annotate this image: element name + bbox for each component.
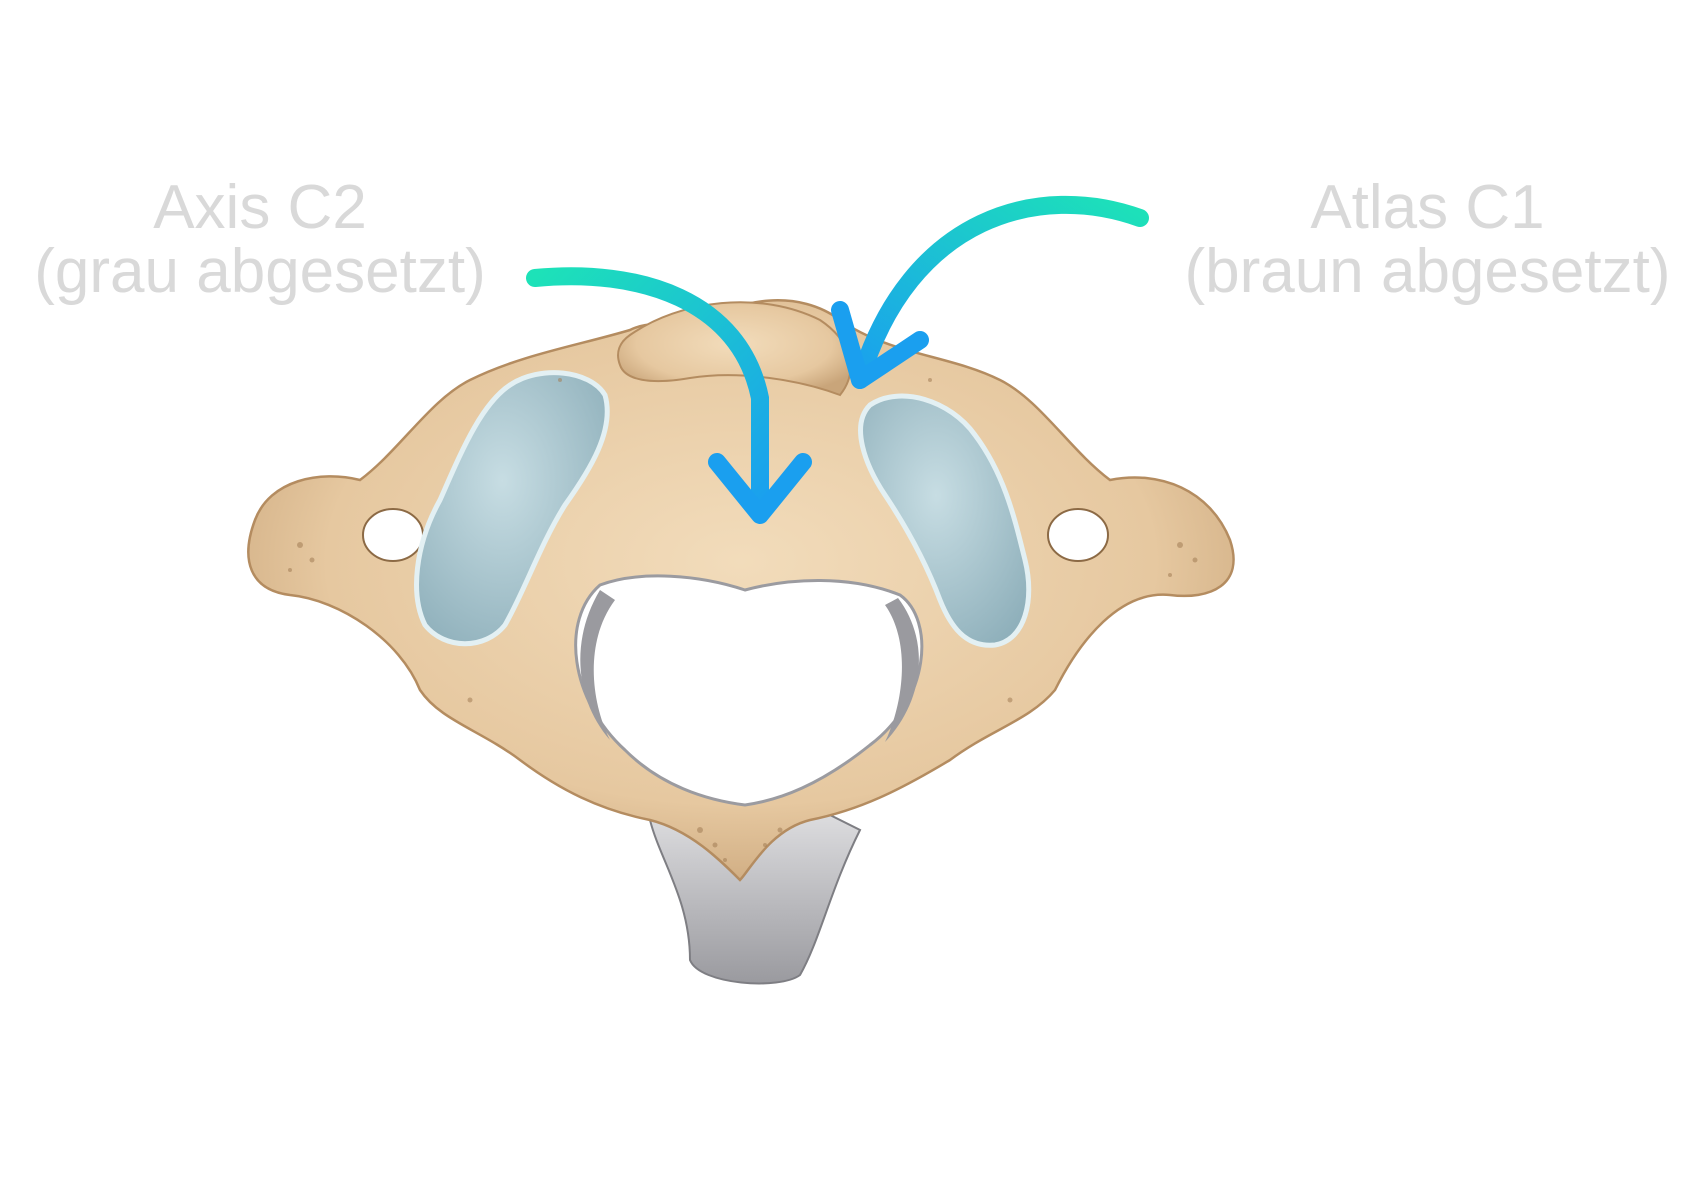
atlas-transverse-foramen-right bbox=[1047, 508, 1109, 562]
atlas-vertebral-foramen bbox=[574, 574, 924, 807]
atlas-c1-bone bbox=[247, 299, 1235, 882]
curved-arrow-down-left-icon bbox=[831, 195, 1149, 389]
axis-c2-label: Axis C2 (grau abgesetzt) bbox=[0, 176, 520, 304]
axis-c2-title: Axis C2 bbox=[153, 173, 367, 242]
atlas-transverse-foramen-left bbox=[362, 508, 424, 562]
curved-arrow-down-icon bbox=[526, 267, 812, 524]
axis-lamina-edge-right bbox=[885, 598, 919, 742]
axis-lamina-edge-left bbox=[580, 590, 615, 740]
bone-texture bbox=[288, 378, 1198, 862]
atlas-c1-label: Atlas C1 (braun abgesetzt) bbox=[1150, 176, 1705, 304]
atlas-c1-subtitle: (braun abgesetzt) bbox=[1184, 237, 1671, 306]
axis-c2-subtitle: (grau abgesetzt) bbox=[34, 237, 486, 306]
atlas-facet-left bbox=[414, 370, 610, 647]
atlas-facet-right bbox=[858, 393, 1032, 648]
atlas-c1-title: Atlas C1 bbox=[1310, 173, 1545, 242]
